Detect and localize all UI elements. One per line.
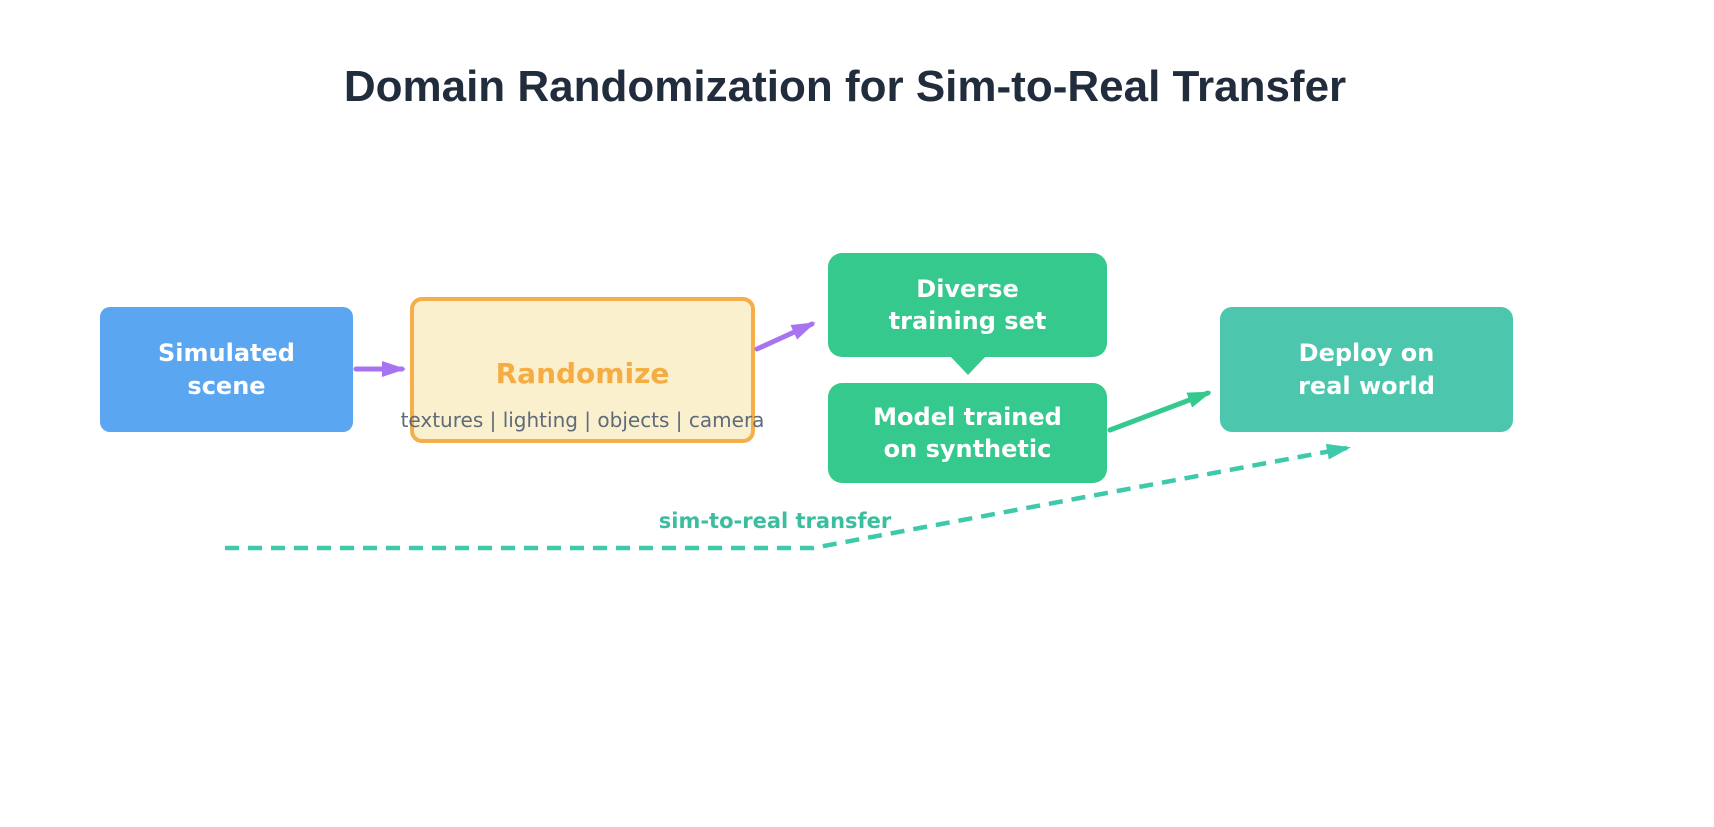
node-diverse-training-set-line2: training set [888, 307, 1047, 335]
node-randomize-subtitle: textures | lighting | objects | camera [400, 408, 765, 432]
node-model-trained-line2: on synthetic [883, 435, 1052, 463]
node-simulated-scene-line2: scene [187, 371, 266, 400]
node-randomize: Randomize textures | lighting | objects … [401, 297, 764, 443]
node-deploy-line1: Deploy on [1298, 339, 1435, 368]
node-deploy-real-world: Deploy on real world [1220, 307, 1513, 432]
diagram-title: Domain Randomization for Sim-to-Real Tra… [343, 62, 1347, 111]
sim-to-real-transfer-label: sim-to-real transfer [658, 509, 892, 533]
arrow-model-to-deploy [1107, 390, 1212, 433]
node-diverse-training-set-line1: Diverse [916, 274, 1019, 303]
connector-diverse-to-model-tail [951, 357, 985, 375]
node-randomize-title: Randomize [495, 357, 670, 390]
arrow-sim-to-real-dashed [225, 443, 1351, 551]
arrow-randomize-to-diverse [754, 321, 816, 352]
node-simulated-scene: Simulated scene [100, 307, 353, 432]
node-diverse-training-set: Diverse training set [828, 253, 1107, 357]
node-simulated-scene-line1: Simulated [158, 339, 295, 368]
node-model-trained-line1: Model trained [873, 402, 1062, 431]
node-deploy-line2: real world [1298, 371, 1435, 400]
node-model-trained-on-synthetic: Model trained on synthetic [828, 383, 1107, 483]
